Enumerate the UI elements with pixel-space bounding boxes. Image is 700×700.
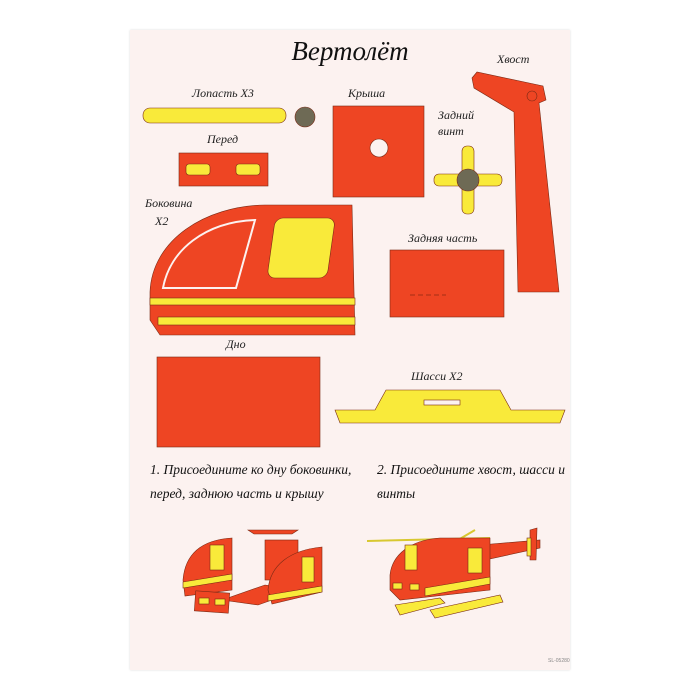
roof-piece [332,105,425,198]
bottom-piece [156,356,321,448]
back-piece [389,249,505,318]
roof-hole [369,138,389,158]
label-side-2: Х2 [155,214,169,228]
side-window [267,217,335,279]
step-1-text: 1. Присоедините ко дну боковинки, перед,… [150,462,352,501]
label-blade: Лопасть Х3 [192,86,254,100]
label-skids: Шасси Х2 [411,369,463,383]
step2-illustration [366,527,541,619]
label-roof: Крыша [348,86,386,100]
tail-hole [526,90,538,102]
step-2-text: 2. Присоедините хвост, шасси и винты [377,462,566,501]
blade-piece [142,107,287,124]
hub-piece [294,106,316,128]
label-side-1: Боковина [145,196,193,210]
label-rear-rotor-1: Задний [438,108,474,122]
skid-piece [334,389,566,424]
label-bottom: Дно [226,337,246,351]
page-title: Вертолёт [291,36,409,66]
label-back: Задняя часть [408,231,478,245]
label-rear-rotor-2: винт [438,124,464,138]
tail-piece [471,71,560,293]
step1-illustration [182,529,323,614]
label-front: Перед [207,132,239,146]
label-tail: Хвост [497,52,530,66]
product-code: SL-05280 [548,658,570,664]
side-front-window [161,218,257,289]
rear-rotor-piece [433,145,503,215]
